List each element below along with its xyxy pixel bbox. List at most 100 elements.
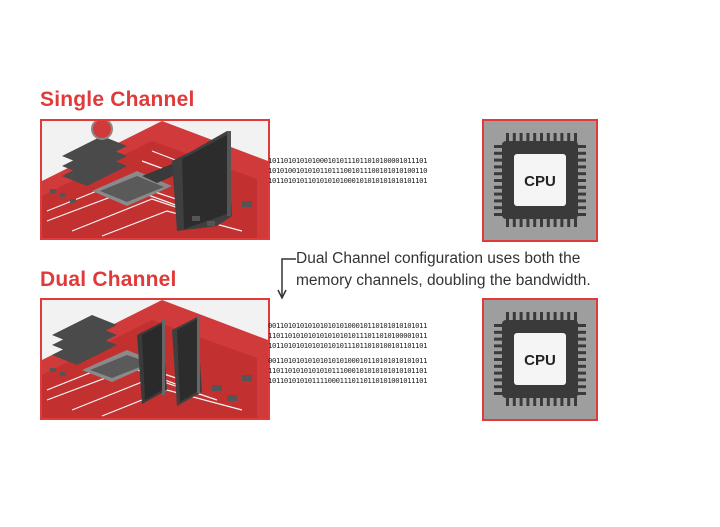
single-channel-heading: Single Channel — [40, 88, 195, 111]
cpu-pin — [494, 385, 503, 389]
cpu-pin — [560, 312, 564, 321]
binary-line: 1010100101010110111001011100101010100110 — [268, 166, 428, 175]
cpu-pin — [494, 145, 503, 148]
cpu-pin — [506, 133, 509, 142]
cpu-pin — [553, 133, 557, 142]
binary-line: 1011010101010101010111011010100101101101 — [268, 341, 428, 350]
cpu-pin — [567, 397, 571, 406]
cpu-icon: CPU — [484, 121, 596, 240]
cpu-icon: CPU — [484, 300, 596, 419]
cpu-pin — [577, 385, 586, 389]
cpu-pin — [546, 218, 550, 227]
cpu-pin — [533, 397, 537, 406]
binary-line: 1011010101011110001110110110101001011101 — [268, 376, 428, 385]
cpu-pin — [577, 206, 586, 210]
cpu-pin — [553, 312, 557, 321]
cpu-pin — [533, 312, 537, 321]
cpu-pin — [512, 218, 516, 227]
cpu-pin — [506, 397, 509, 406]
cpu-pin — [512, 133, 516, 142]
binary-stream-dual-channel-b: 0011010101010101010100010110101010101011… — [268, 356, 427, 386]
cpu-pin — [540, 312, 543, 321]
cpu-pin — [526, 397, 530, 406]
cpu-pin — [494, 364, 503, 368]
cpu-pin — [574, 133, 577, 142]
motherboard-illustration-single — [42, 121, 268, 238]
cpu-pin — [494, 158, 503, 162]
cpu-pin — [577, 337, 586, 341]
annotation-arrow-icon — [277, 258, 296, 300]
cpu-pin — [577, 344, 586, 348]
cpu-pin — [519, 312, 523, 321]
cpu-pin — [577, 358, 586, 361]
cpu-pin — [553, 218, 557, 227]
cpu-pin — [546, 397, 550, 406]
cpu-pin — [512, 397, 516, 406]
motherboard-illustration-dual — [42, 300, 268, 418]
binary-stream-dual-channel-a: 0011010101010101010100010110101010101011… — [268, 321, 427, 351]
dual-channel-annotation: Dual Channel configuration uses both the… — [296, 248, 696, 292]
cpu-pin — [494, 185, 503, 189]
cpu-pin — [494, 392, 503, 395]
cpu-pin — [577, 364, 586, 368]
cpu-pin — [577, 165, 586, 169]
cpu-pin — [533, 218, 537, 227]
cpu-pin — [494, 192, 503, 196]
cpu-pin — [577, 158, 586, 162]
binary-line: 1011010101101010101000101010101010101101 — [268, 176, 428, 185]
cpu-pin — [512, 312, 516, 321]
cpu-pin — [540, 218, 543, 227]
cpu-pin — [577, 392, 586, 395]
cpu-pin — [519, 218, 523, 227]
cpu-pin — [526, 218, 530, 227]
cpu-pin — [494, 213, 503, 216]
cpu-pin — [553, 397, 557, 406]
cpu-label: CPU — [524, 352, 556, 369]
cpu-pin — [574, 397, 577, 406]
binary-line: 0011010101010101010100010110101010101011 — [268, 321, 428, 330]
cpu-pin — [546, 133, 550, 142]
cpu-pin — [567, 133, 571, 142]
binary-line: 1011010101010001010111011010100001011101 — [268, 156, 428, 165]
cpu-pin — [494, 378, 503, 382]
cpu-pin — [494, 337, 503, 341]
cpu-pin — [526, 133, 530, 142]
cpu-pin — [560, 133, 564, 142]
cpu-pin — [546, 312, 550, 321]
cpu-pin — [567, 312, 571, 321]
cpu-pin — [577, 351, 586, 355]
cpu-pin — [560, 397, 564, 406]
cpu-pin — [506, 312, 509, 321]
cpu-pin — [577, 145, 586, 148]
cpu-pin — [577, 213, 586, 216]
cpu-pin — [519, 397, 523, 406]
binary-line: 1101101010101010101010111011010100001011 — [268, 331, 428, 340]
cpu-chip-dual: CPU — [482, 298, 598, 421]
cpu-pin — [494, 351, 503, 355]
cpu-pin — [494, 165, 503, 169]
cpu-pin — [526, 312, 530, 321]
cpu-pin — [577, 151, 586, 155]
cpu-pin — [519, 133, 523, 142]
cpu-pin — [494, 206, 503, 210]
cpu-pin — [494, 330, 503, 334]
binary-stream-single: 1011010101010001010111011010100001011101… — [268, 156, 427, 186]
cpu-pin — [494, 172, 503, 176]
cpu-pin — [540, 397, 543, 406]
cpu-pin — [560, 218, 564, 227]
dual-channel-heading: Dual Channel — [40, 268, 177, 291]
cpu-pin — [577, 172, 586, 176]
dual-channel-motherboard-image — [40, 298, 270, 420]
cpu-pin — [567, 218, 571, 227]
binary-line: 0011010101010101010100010110101010101011 — [268, 356, 428, 365]
cpu-label: CPU — [524, 173, 556, 190]
cpu-pin — [494, 358, 503, 361]
cpu-pin — [494, 371, 503, 375]
cpu-pin — [494, 151, 503, 155]
cpu-pin — [577, 324, 586, 327]
cpu-pin — [494, 179, 503, 182]
cpu-pin — [494, 324, 503, 327]
binary-line: 1101101010101010111000101010101010101101 — [268, 366, 428, 375]
cpu-pin — [494, 344, 503, 348]
